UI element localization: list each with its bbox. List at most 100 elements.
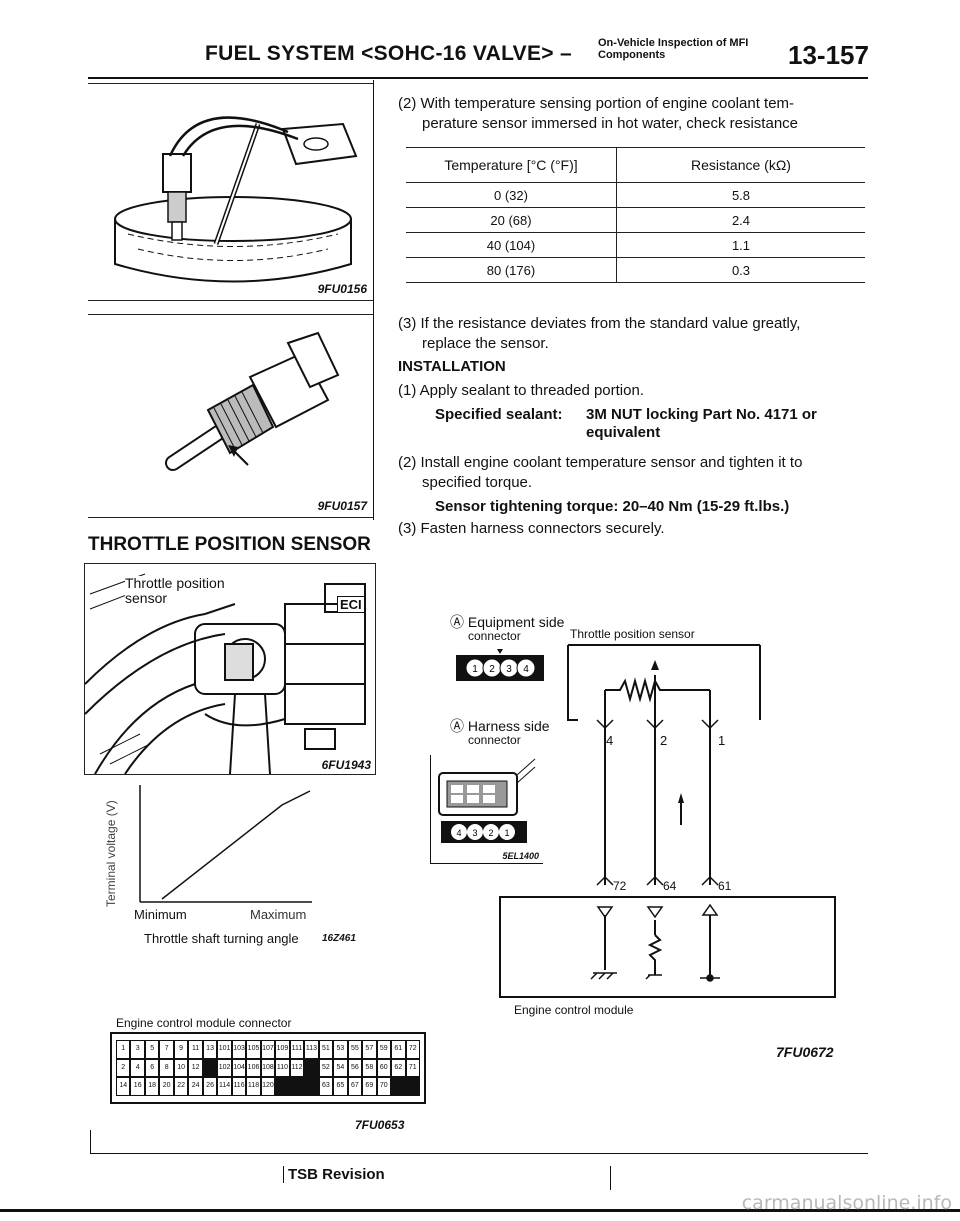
ecm-pin: 26 bbox=[202, 1077, 218, 1096]
ecm-pin: 9 bbox=[173, 1040, 189, 1059]
ecm-pin: 58 bbox=[362, 1058, 377, 1078]
sealant-label: Specified sealant: bbox=[435, 406, 563, 423]
figure-code-6fu1943: 6FU1943 bbox=[321, 758, 371, 772]
engine-control-module-label: Engine control module bbox=[514, 1003, 634, 1017]
watermark: carmanualsonline.info bbox=[741, 1192, 952, 1214]
svg-text:4: 4 bbox=[456, 828, 461, 838]
installation-title: INSTALLATION bbox=[398, 358, 506, 375]
sealant-value-line2: equivalent bbox=[586, 424, 661, 441]
ecm-pin: 71 bbox=[405, 1058, 420, 1078]
table-row: 20 (68) 2.4 bbox=[406, 207, 865, 233]
ecm-pin: 5 bbox=[144, 1040, 160, 1059]
ecm-pin: 16 bbox=[130, 1077, 145, 1096]
step-2-line2: perature sensor immersed in hot water, c… bbox=[422, 115, 799, 132]
ecm-pin: 52 bbox=[318, 1058, 334, 1078]
table-header-temperature: Temperature [°C (°F)] bbox=[406, 147, 617, 183]
equipment-side-line2: connector bbox=[468, 629, 521, 643]
ecm-pin: 24 bbox=[188, 1077, 203, 1096]
figure-code-9fu0157: 9FU0157 bbox=[317, 499, 367, 513]
torque-value: 20–40 Nm (15-29 ft.lbs.) bbox=[622, 498, 790, 515]
ecm-pin: 111 bbox=[289, 1040, 305, 1059]
torque-label: Sensor tightening torque: bbox=[435, 498, 619, 515]
ecm-pin: 112 bbox=[289, 1058, 305, 1078]
footer-left-rule bbox=[90, 1130, 91, 1154]
ecm-pin: 104 bbox=[231, 1058, 247, 1078]
ecm-pin: 53 bbox=[333, 1040, 348, 1059]
ecm-pin: 14 bbox=[116, 1077, 131, 1096]
svg-text:3: 3 bbox=[506, 664, 512, 675]
graph-minimum-label: Minimum bbox=[134, 907, 187, 922]
ecm-pin: 103 bbox=[231, 1040, 247, 1059]
ecm-pin: 57 bbox=[362, 1040, 377, 1059]
ecm-pin: 69 bbox=[362, 1077, 377, 1096]
ecm-pin: 105 bbox=[246, 1040, 261, 1059]
ecm-pin: 6 bbox=[144, 1058, 160, 1078]
harness-connector-box: 4 3 2 1 5EL1400 bbox=[430, 755, 543, 864]
ecm-pin: 12 bbox=[188, 1058, 203, 1078]
ecm-pin: 11 bbox=[188, 1040, 203, 1059]
ecm-pin: 67 bbox=[347, 1077, 363, 1096]
tsb-revision-right-rule bbox=[610, 1166, 611, 1190]
callout-line2: sensor bbox=[125, 590, 168, 606]
figure-code-9fu0156: 9FU0156 bbox=[317, 282, 367, 296]
footer-rule bbox=[90, 1153, 868, 1154]
resistance-table: Temperature [°C (°F)] Resistance (kΩ) 0 … bbox=[406, 147, 865, 283]
ecm-pin: 61 bbox=[391, 1040, 406, 1059]
ecm-pin: 18 bbox=[144, 1077, 160, 1096]
step-2: (2) With temperature sensing portion of … bbox=[398, 94, 868, 134]
table-cell-resistance: 0.3 bbox=[616, 257, 865, 283]
graph-figure-code: 16Z461 bbox=[322, 933, 356, 944]
ecm-pin: 20 bbox=[159, 1077, 174, 1096]
ecm-pin: 72 bbox=[405, 1040, 420, 1059]
step-3: (3) If the resistance deviates from the … bbox=[398, 314, 868, 354]
tsb-revision-label: TSB Revision bbox=[283, 1166, 385, 1183]
table-cell-resistance: 5.8 bbox=[616, 182, 865, 208]
header-subtitle-line1: On-Vehicle Inspection of MFI bbox=[598, 37, 749, 49]
header-rule bbox=[88, 77, 868, 79]
ecm-pin bbox=[304, 1077, 319, 1096]
installation-step-1: (1) Apply sealant to threaded portion. bbox=[398, 382, 644, 399]
step-3-line1: (3) If the resistance deviates from the … bbox=[398, 315, 801, 332]
ecm-pin: 109 bbox=[275, 1040, 290, 1059]
callout-line1: Throttle position bbox=[125, 575, 225, 591]
ecm-pin: 106 bbox=[246, 1058, 261, 1078]
ecm-pin: 7 bbox=[159, 1040, 174, 1059]
ecm-connector-figure-code: 7FU0653 bbox=[355, 1118, 405, 1132]
harness-connector-drawing: 4 3 2 1 bbox=[438, 758, 536, 843]
ecm-pin: 120 bbox=[260, 1077, 276, 1096]
ecm-pin: 22 bbox=[173, 1077, 189, 1096]
table-row: 0 (32) 5.8 bbox=[406, 182, 865, 208]
installation-step-2-line1: (2) Install engine coolant temperature s… bbox=[398, 454, 803, 471]
ecm-pin: 8 bbox=[159, 1058, 174, 1078]
ecm-pin: 116 bbox=[231, 1077, 247, 1096]
figure-column-divider bbox=[373, 80, 374, 520]
ecm-pin: 62 bbox=[391, 1058, 406, 1078]
ecm-pin: 1 bbox=[116, 1040, 131, 1059]
svg-text:4: 4 bbox=[523, 664, 529, 675]
ecm-pin: 56 bbox=[347, 1058, 363, 1078]
ecm-pin: 70 bbox=[376, 1077, 392, 1096]
table-cell-temp: 20 (68) bbox=[406, 207, 617, 233]
ecm-pin: 102 bbox=[217, 1058, 232, 1078]
page-bottom-rule bbox=[0, 1209, 960, 1212]
ecm-pin: 13 bbox=[202, 1040, 218, 1059]
ecm-connector-title: Engine control module connector bbox=[116, 1016, 292, 1030]
pin-label-1: 1 bbox=[718, 733, 726, 748]
svg-text:1: 1 bbox=[504, 828, 509, 838]
tightening-torque: Sensor tightening torque: 20–40 Nm (15-2… bbox=[398, 497, 868, 517]
harness-side-line1: Ⓐ Harness side bbox=[450, 718, 550, 734]
ecm-pin: 101 bbox=[217, 1040, 232, 1059]
graph-y-axis-label: Terminal voltage (V) bbox=[104, 800, 118, 907]
table-header-resistance: Resistance (kΩ) bbox=[616, 147, 865, 183]
ecm-pin: 10 bbox=[173, 1058, 189, 1078]
pin-label-2: 2 bbox=[660, 733, 668, 748]
table-header-row: Temperature [°C (°F)] Resistance (kΩ) bbox=[406, 147, 865, 183]
installation-step-3: (3) Fasten harness connectors securely. bbox=[398, 520, 665, 537]
voltage-graph-plot bbox=[139, 785, 312, 903]
graph-maximum-label: Maximum bbox=[250, 907, 307, 922]
ecm-pin: 59 bbox=[376, 1040, 392, 1059]
harness-side-connector-label: Ⓐ Harness side connector bbox=[450, 719, 550, 747]
installation-step-2-line2: specified torque. bbox=[422, 474, 533, 491]
page-header-subtitle: On-Vehicle Inspection of MFI Components bbox=[598, 37, 748, 61]
